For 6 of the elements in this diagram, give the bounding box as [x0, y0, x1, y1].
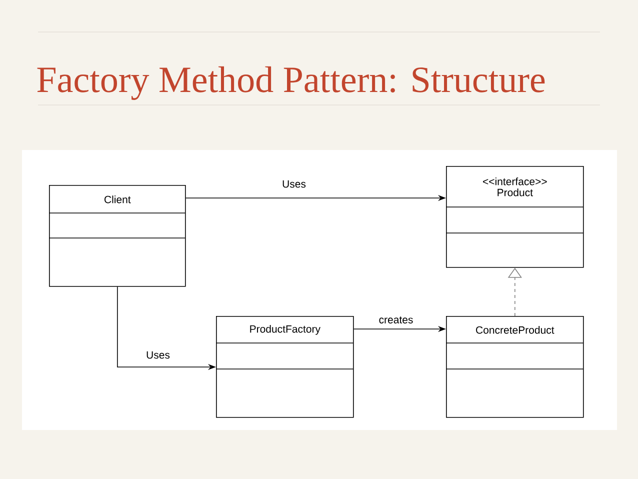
class-box: ConcreteProduct	[446, 316, 584, 418]
edge-label: creates	[378, 316, 414, 324]
slide-title: Factory Method Pattern: Structure	[37, 66, 545, 100]
class-box: Client	[48, 184, 186, 287]
class-box: ProductFactory	[216, 316, 354, 418]
class-box: <<interface>> Product	[446, 166, 584, 268]
